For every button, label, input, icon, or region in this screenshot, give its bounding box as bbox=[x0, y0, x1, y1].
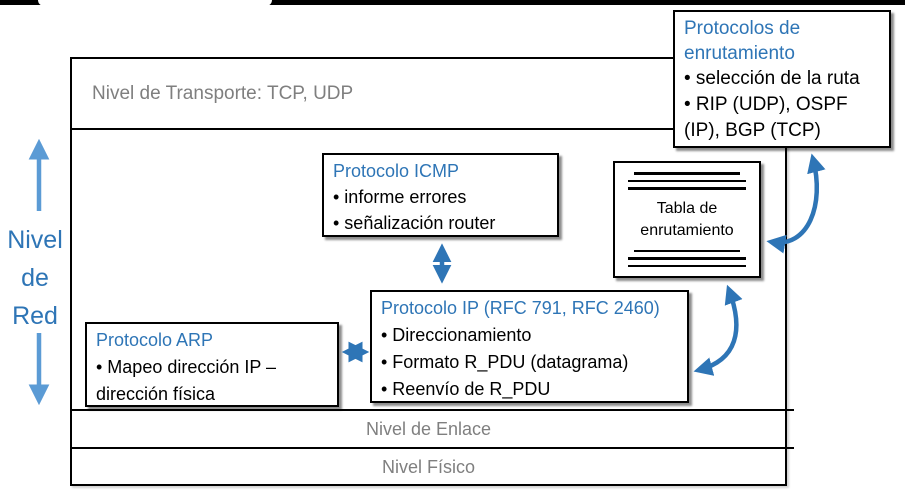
protocol-stack-outline bbox=[70, 57, 787, 486]
ip-protocol-box: Protocolo IP (RFC 791, RFC 2460) • Direc… bbox=[370, 290, 689, 403]
network-link-divider bbox=[70, 409, 794, 411]
top-black-bar bbox=[0, 0, 905, 5]
ip-bullet-2: • Formato R_PDU (datagrama) bbox=[381, 352, 629, 372]
transport-network-divider bbox=[70, 128, 787, 130]
physical-layer-label: Nivel Físico bbox=[381, 456, 475, 477]
icmp-bullet-2: • señalización router bbox=[333, 213, 496, 233]
routing-protocols-title: Protocolos de enrutamiento bbox=[684, 18, 801, 64]
link-layer-label: Nivel de Enlace bbox=[365, 418, 492, 439]
network-layer-label-line3: Red bbox=[12, 302, 58, 330]
link-layer-band: Nivel de Enlace bbox=[70, 411, 787, 447]
routing-table-label: Tabla de enrutamiento bbox=[640, 199, 734, 239]
routing-protocols-box: Protocolos de enrutamiento • selección d… bbox=[673, 10, 891, 148]
top-bar-notch bbox=[38, 0, 272, 6]
transport-layer-band: Nivel de Transporte: TCP, UDP bbox=[70, 59, 787, 128]
ip-bullet-1: • Direccionamiento bbox=[381, 325, 532, 345]
routing-protocols-bullet-2: • RIP (UDP), OSPF (IP), BGP (TCP) bbox=[684, 94, 848, 141]
ip-box-title: Protocolo IP (RFC 791, RFC 2460) bbox=[381, 298, 660, 318]
network-layer-label: Nivel de Red bbox=[2, 221, 68, 335]
arp-protocol-box: Protocolo ARP • Mapeo dirección IP – dir… bbox=[85, 322, 339, 407]
routing-table-lines-bottom-icon bbox=[628, 249, 746, 267]
routing-table-lines-top-icon bbox=[628, 172, 746, 190]
link-physical-divider bbox=[70, 447, 794, 449]
icmp-box-title: Protocolo ICMP bbox=[333, 161, 460, 181]
arp-box-title: Protocolo ARP bbox=[96, 330, 214, 350]
icmp-protocol-box: Protocolo ICMP • informe errores • señal… bbox=[322, 153, 559, 237]
routing-protocols-bullet-1: • selección de la ruta bbox=[684, 68, 860, 89]
network-layer-label-line1: Nivel bbox=[7, 226, 63, 254]
ip-bullet-3: • Reenvío de R_PDU bbox=[381, 379, 551, 399]
physical-layer-band: Nivel Físico bbox=[70, 449, 787, 485]
routing-table-box: Tabla de enrutamiento bbox=[613, 161, 761, 278]
transport-layer-label: Nivel de Transporte: TCP, UDP bbox=[92, 82, 354, 104]
icmp-bullet-1: • informe errores bbox=[333, 187, 467, 207]
arp-bullet-1: • Mapeo dirección IP – dirección física bbox=[96, 357, 277, 404]
network-layer-label-line2: de bbox=[21, 264, 49, 292]
